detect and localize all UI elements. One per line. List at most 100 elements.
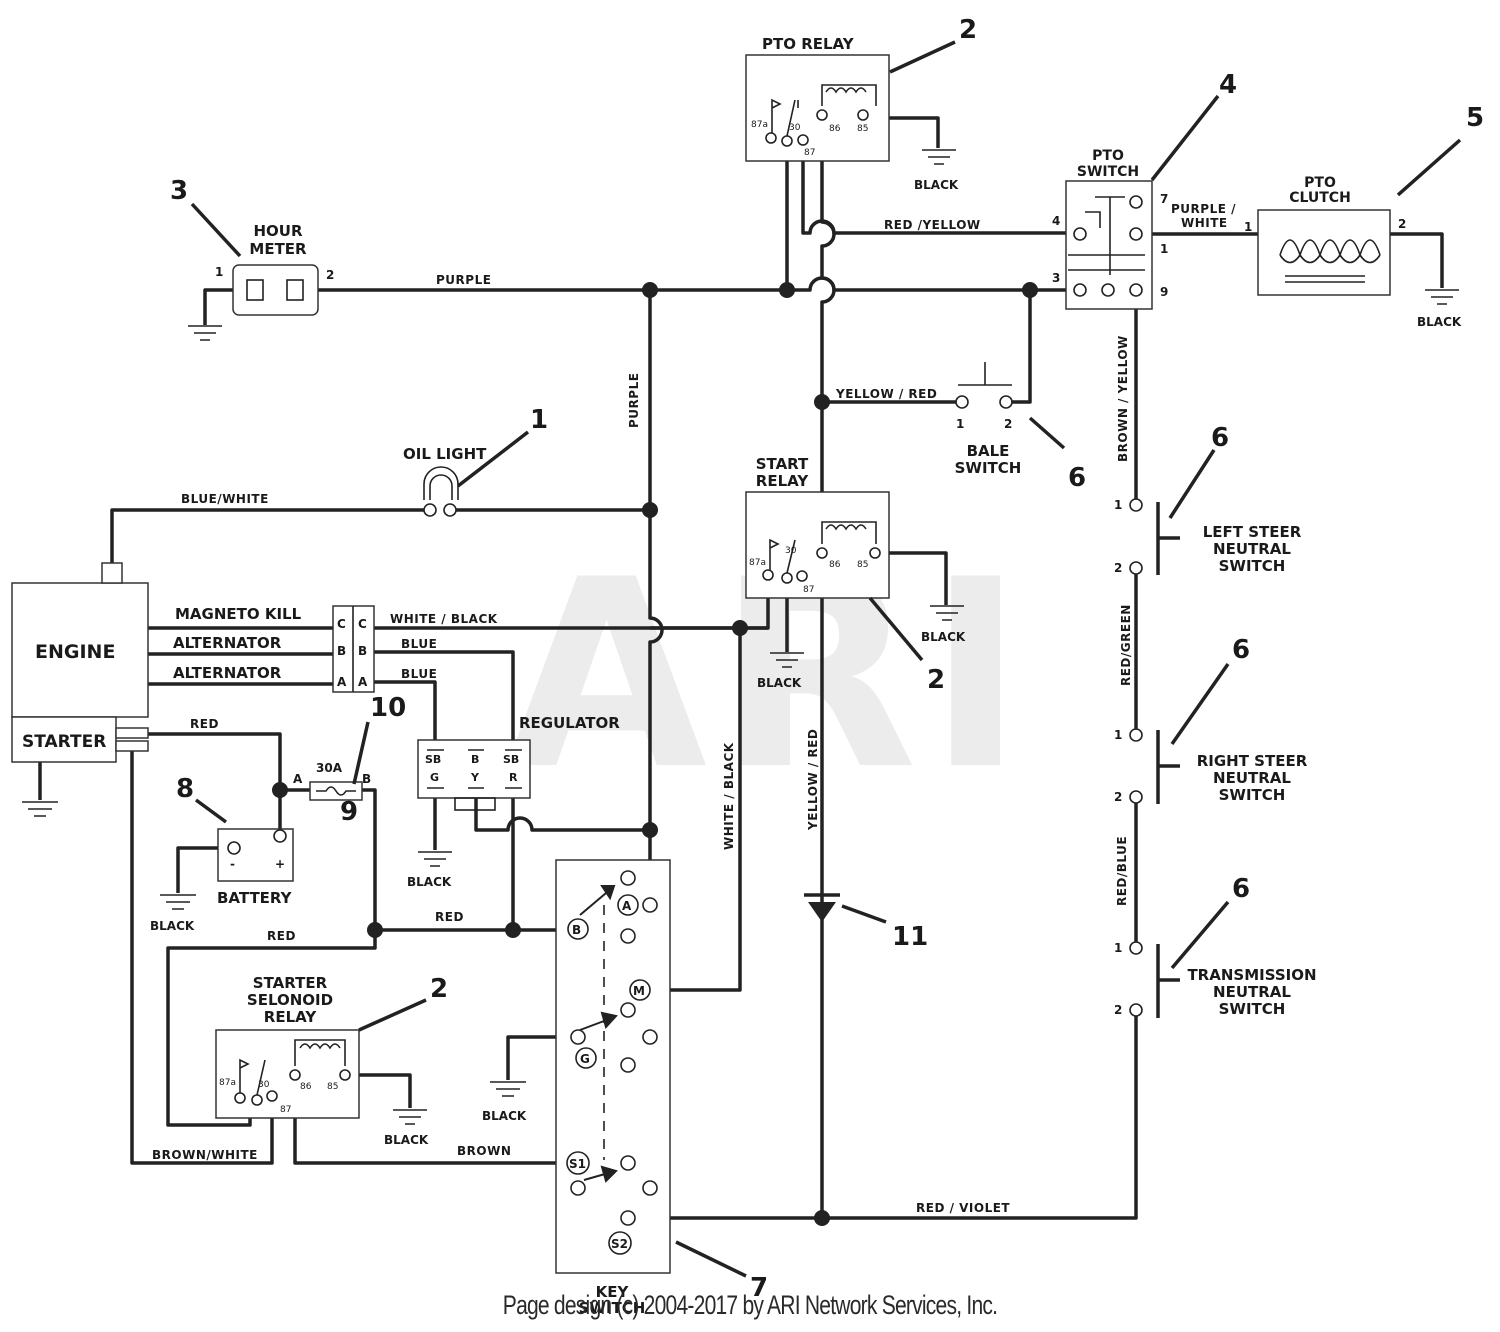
ground-icon xyxy=(922,149,956,165)
svg-text:SB: SB xyxy=(425,753,441,766)
svg-text:-: - xyxy=(230,857,235,871)
fuse-rating: 30A xyxy=(316,761,343,775)
svg-text:RED: RED xyxy=(267,929,296,943)
svg-text:1: 1 xyxy=(956,417,964,431)
svg-text:C: C xyxy=(337,617,346,631)
svg-text:87a: 87a xyxy=(749,558,766,568)
svg-text:G: G xyxy=(580,1052,590,1066)
svg-text:1: 1 xyxy=(1114,498,1122,512)
ground-label: BLACK xyxy=(384,1133,429,1147)
junction-dots xyxy=(272,282,1038,1226)
svg-text:RED: RED xyxy=(190,717,219,731)
svg-text:85: 85 xyxy=(857,124,868,134)
svg-text:RED / VIOLET: RED / VIOLET xyxy=(916,1201,1010,1215)
ground-icon xyxy=(188,325,222,341)
callout-number: 7 xyxy=(750,1273,768,1303)
ground-icon xyxy=(770,652,804,668)
wire-labels: PURPLE PURPLE RED /YELLOW PURPLE /WHITE … xyxy=(152,202,1236,1215)
svg-text:YELLOW / RED: YELLOW / RED xyxy=(806,729,820,831)
svg-text:Y: Y xyxy=(470,771,480,784)
engine-label: ENGINE xyxy=(35,641,115,663)
svg-text:2: 2 xyxy=(1114,790,1122,804)
svg-text:1: 1 xyxy=(1114,728,1122,742)
ground-icon xyxy=(160,894,196,910)
svg-text:2: 2 xyxy=(1004,417,1012,431)
svg-text:RED/GREEN: RED/GREEN xyxy=(1119,604,1133,686)
svg-text:RED: RED xyxy=(435,910,464,924)
svg-text:86: 86 xyxy=(829,560,841,570)
svg-text:86: 86 xyxy=(300,1082,312,1092)
pto-relay-label: PTO RELAY xyxy=(762,35,855,53)
svg-text:S1: S1 xyxy=(569,1157,586,1171)
ground-icon xyxy=(1425,289,1459,305)
callout-number: 11 xyxy=(892,922,928,952)
svg-text:1: 1 xyxy=(1114,941,1122,955)
ground-icon xyxy=(490,1081,526,1097)
callout-number: 2 xyxy=(927,665,945,695)
svg-text:30: 30 xyxy=(258,1080,270,1090)
svg-text:A: A xyxy=(293,772,303,786)
fuse: 30A A B xyxy=(293,761,371,801)
svg-text:BROWN: BROWN xyxy=(457,1144,511,1158)
svg-text:+: + xyxy=(275,857,285,871)
ground-icon xyxy=(22,801,58,817)
ground-icon xyxy=(930,605,964,621)
svg-text:87: 87 xyxy=(804,148,815,158)
regulator: SB B SB G Y R REGULATOR xyxy=(417,714,620,811)
svg-text:PURPLE: PURPLE xyxy=(627,373,641,428)
callout-number: 6 xyxy=(1211,423,1229,453)
svg-text:3: 3 xyxy=(1052,271,1060,285)
starter-label: STARTER xyxy=(22,732,106,752)
engine: ENGINE STARTER xyxy=(11,562,149,763)
callout-number: 8 xyxy=(176,774,194,804)
svg-text:WHITE / BLACK: WHITE / BLACK xyxy=(390,612,498,626)
svg-text:87: 87 xyxy=(280,1105,291,1115)
regulator-label: REGULATOR xyxy=(519,714,620,732)
diode xyxy=(804,893,840,922)
svg-text:87a: 87a xyxy=(219,1078,236,1088)
svg-text:BROWN / YELLOW: BROWN / YELLOW xyxy=(1116,335,1130,462)
ground-label: BLACK xyxy=(150,919,195,933)
svg-text:S2: S2 xyxy=(611,1237,628,1251)
svg-text:2: 2 xyxy=(1114,561,1122,575)
svg-text:87a: 87a xyxy=(751,120,768,130)
svg-text:1: 1 xyxy=(1160,242,1168,256)
svg-text:R: R xyxy=(509,771,518,784)
ground-symbols xyxy=(22,149,1459,1125)
callout-number: 2 xyxy=(959,15,977,45)
oil-light: OIL LIGHT xyxy=(403,445,487,517)
ground-icon xyxy=(418,851,452,867)
svg-text:BLUE/WHITE: BLUE/WHITE xyxy=(181,492,269,506)
callout-number: 6 xyxy=(1232,635,1250,665)
svg-text:M: M xyxy=(633,984,645,998)
svg-text:SB: SB xyxy=(503,753,519,766)
svg-text:ALTERNATOR: ALTERNATOR xyxy=(173,664,282,682)
ground-label: BLACK xyxy=(407,875,452,889)
page-footer: Page design (c) 2004-2017 by ARI Network… xyxy=(502,1290,998,1320)
svg-text:MAGNETO KILL: MAGNETO KILL xyxy=(175,605,302,623)
svg-text:B: B xyxy=(337,644,346,658)
svg-text:BLUE: BLUE xyxy=(401,667,437,681)
svg-text:C: C xyxy=(358,617,367,631)
svg-text:87: 87 xyxy=(803,585,814,595)
svg-text:85: 85 xyxy=(857,560,868,570)
pin-label: 1 xyxy=(215,265,223,279)
oil-light-label: OIL LIGHT xyxy=(403,445,487,463)
svg-text:B: B xyxy=(471,753,479,766)
ground-label: BLACK xyxy=(482,1109,527,1123)
engine-connector: C B A C B A xyxy=(332,605,375,693)
